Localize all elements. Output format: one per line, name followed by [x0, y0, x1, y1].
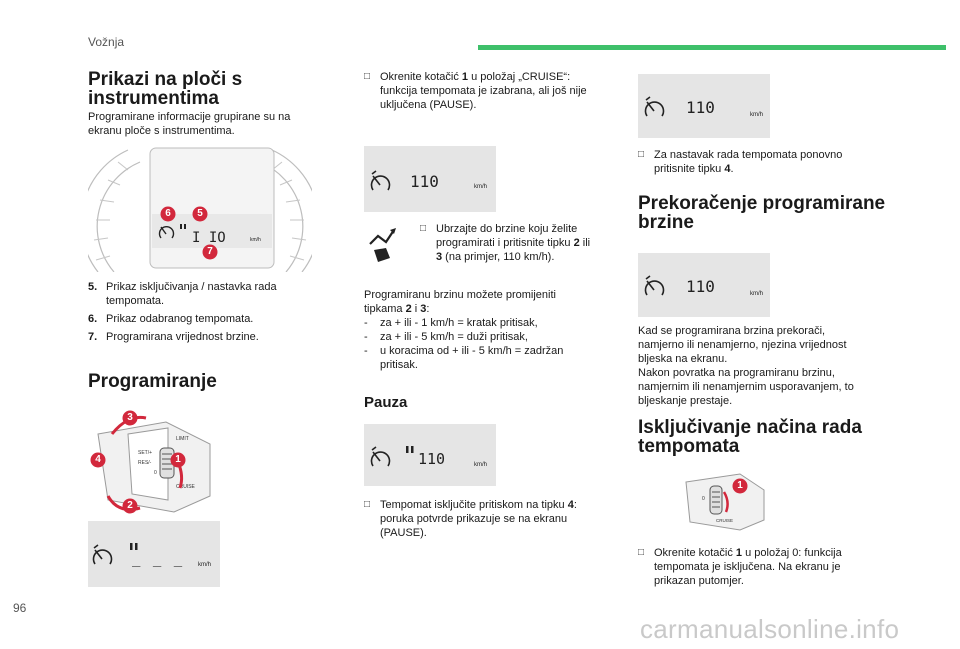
display-resume: km/h 110: [638, 74, 770, 138]
speed-value: 110: [418, 450, 446, 468]
list-item-7: 7. Programirana vrijednost brzine.: [88, 331, 259, 343]
callout-5: 5: [192, 206, 208, 227]
display-cruise-paused: km/h 110: [364, 146, 496, 212]
speed-value: 110: [410, 172, 439, 191]
heading-programming: Programiranje: [88, 371, 217, 392]
callout-1-off: 1: [732, 478, 748, 499]
speed-unit: km/h: [474, 462, 487, 468]
section-title: Vožnja: [88, 35, 125, 49]
stalk-label-limit: LIMIT: [176, 436, 189, 442]
heading-pause: Pauza: [364, 394, 408, 411]
overspeed-text: Kad se programirana brzina prekorači, na…: [638, 325, 854, 407]
stalk-label-res: RES/-: [138, 460, 152, 466]
page-number: 96: [13, 601, 27, 615]
speedometer-icon: [644, 275, 665, 296]
stalk-label-zero: 0: [702, 496, 705, 502]
callout-7: 7: [202, 244, 218, 265]
speed-unit: km/h: [198, 562, 211, 568]
modify-speed-text: Programiranu brzinu možete promijeniti t…: [364, 289, 564, 371]
svg-text:I IO: I IO: [192, 230, 226, 246]
accelerate-icon: [364, 220, 404, 264]
stalk-off-illustration: 0 CRUISE 1: [680, 470, 770, 532]
speedometer-icon: [92, 544, 113, 565]
step-turn-off: □ Okrenite kotačić 1 u položaj 0: funkci…: [638, 547, 842, 587]
svg-text:km/h: km/h: [250, 237, 261, 243]
callout-1: 1: [170, 452, 186, 473]
intro-text: Programirane informacije grupirane su na…: [88, 111, 291, 137]
stalk-label-cruise: CRUISE: [176, 484, 196, 490]
section-accent-bar: [478, 45, 946, 50]
instrument-cluster-illustration: I IO km/h 6 5 7: [80, 140, 320, 273]
cruise-stalk-illustration: SET/+ RES/- LIMIT CRUISE 0 3 4 1 2: [88, 404, 224, 516]
display-programming-blank: km/h _ _ _: [88, 521, 220, 587]
speedometer-icon: [370, 446, 391, 467]
speedometer-icon: [644, 96, 665, 117]
speed-value: _ _ _: [132, 551, 185, 567]
callout-2: 2: [122, 498, 138, 519]
watermark: carmanualsonline.info: [640, 614, 900, 644]
pause-icon: [130, 543, 133, 550]
display-overspeed: km/h 110: [638, 253, 770, 317]
step-turn-cruise: □ Okrenite kotačić 1 u položaj „CRUISE“:…: [364, 71, 587, 111]
stalk-label-set: SET/+: [138, 450, 152, 456]
speedometer-icon: [370, 170, 391, 191]
speed-unit: km/h: [750, 291, 763, 297]
stalk-label-zero: 0: [154, 470, 157, 476]
speed-unit: km/h: [750, 112, 763, 118]
step-pause: □ Tempomat isključite pritiskom na tipku…: [364, 499, 577, 539]
callout-3: 3: [122, 410, 138, 431]
speed-unit: km/h: [474, 184, 487, 190]
list-item-6: 6. Prikaz odabranog tempomata.: [88, 313, 254, 325]
speed-value: 110: [686, 277, 715, 296]
callout-6: 6: [160, 206, 176, 227]
display-pause: km/h 110: [364, 424, 496, 486]
pause-icon: [406, 446, 409, 453]
callout-4: 4: [90, 452, 106, 473]
speed-value: 110: [686, 98, 715, 117]
stalk-label-cruise: CRUISE: [716, 518, 733, 523]
